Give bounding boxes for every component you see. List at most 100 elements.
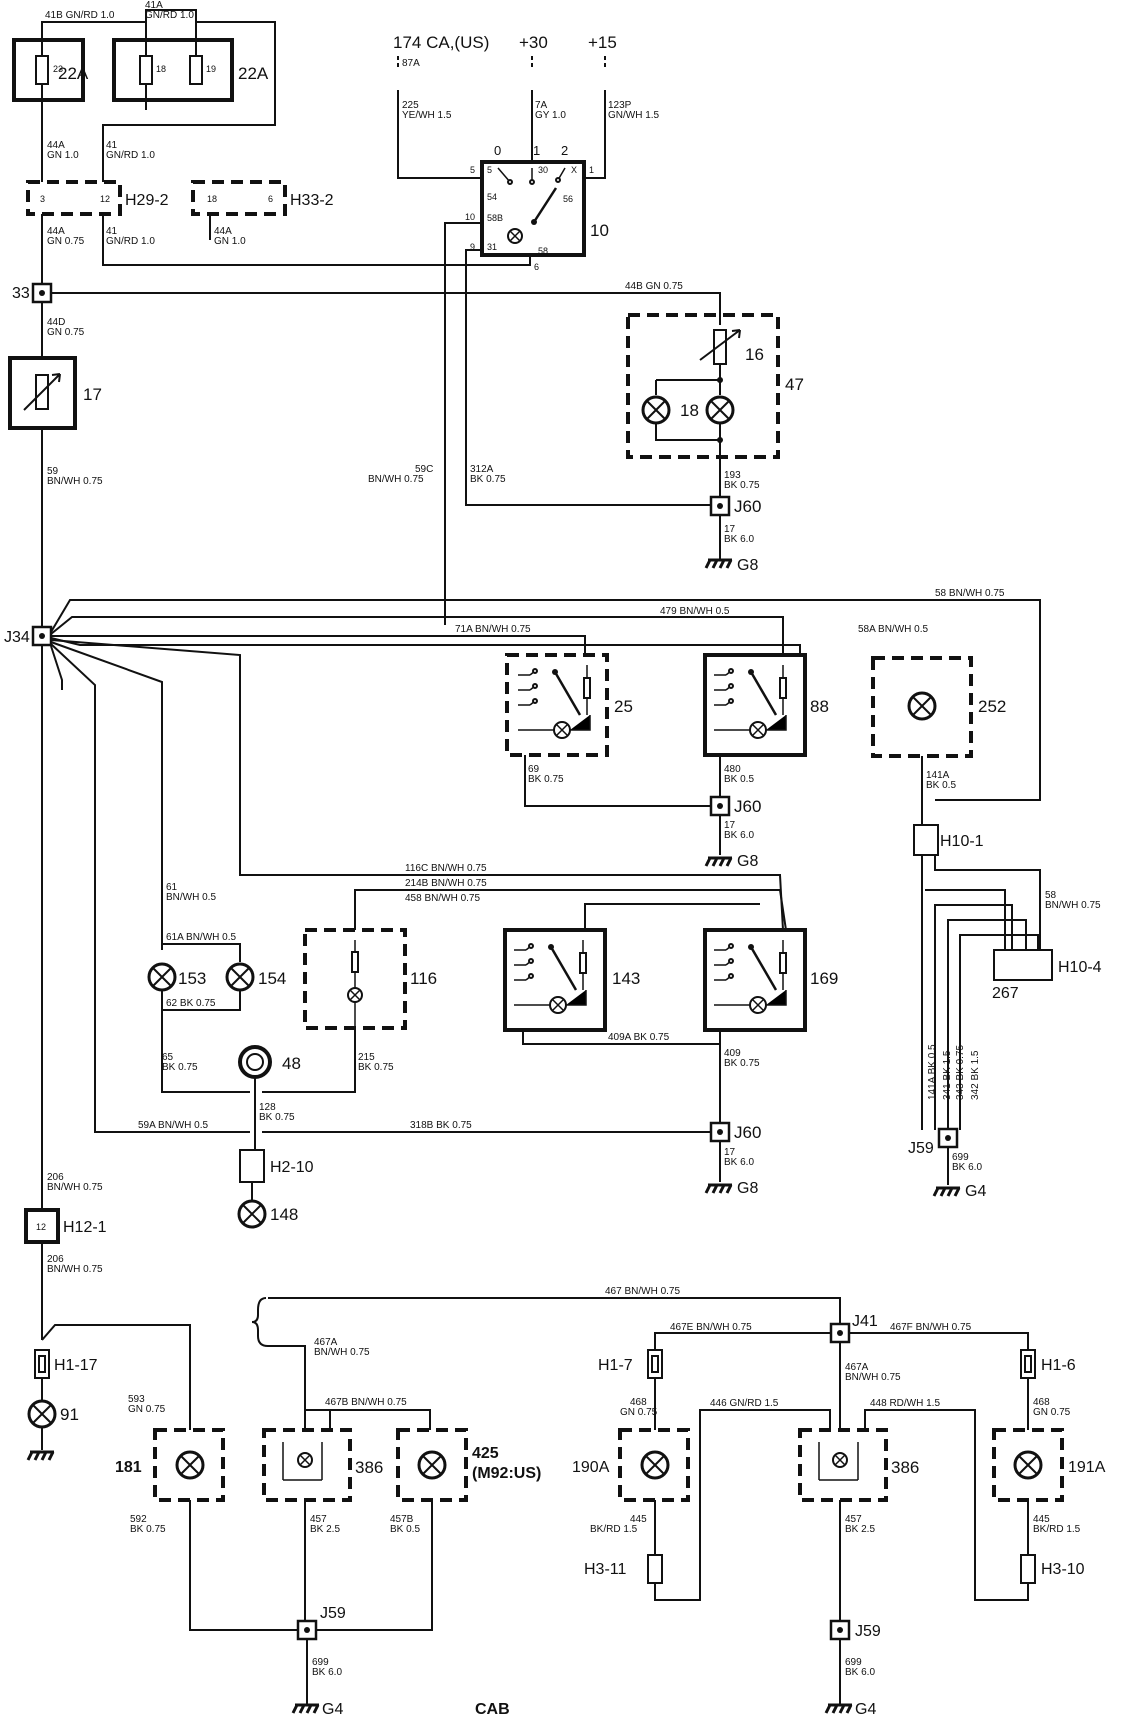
ground-icon [26, 1450, 56, 1462]
svg-text:59: 59 [47, 466, 59, 477]
svg-text:17: 17 [724, 524, 736, 535]
svg-text:G4: G4 [855, 1701, 876, 1718]
svg-text:J60: J60 [734, 797, 761, 816]
svg-text:56: 56 [563, 194, 573, 204]
lamp-181: 181 [115, 1428, 225, 1502]
connector-h1-17-label: H1-17 [54, 1357, 98, 1374]
junction-33-label: 33 [12, 285, 30, 302]
connector-h1-7: H1-7 [598, 1349, 663, 1379]
component-47-label: 47 [785, 375, 804, 394]
svg-text:206: 206 [47, 1172, 64, 1183]
svg-text:479 BN/WH 0.5: 479 BN/WH 0.5 [660, 606, 730, 617]
lamp-153-icon [147, 962, 177, 992]
svg-text:GN 0.75: GN 0.75 [47, 327, 85, 338]
svg-text:J59: J59 [320, 1605, 346, 1622]
relay-143-label: 143 [612, 969, 640, 988]
junction-j60-bottom [709, 1121, 731, 1143]
switch-386-right-label: 386 [891, 1458, 919, 1477]
svg-text:61A BN/WH 0.5: 61A BN/WH 0.5 [166, 932, 236, 943]
svg-text:9: 9 [470, 242, 475, 252]
svg-text:BK 2.5: BK 2.5 [845, 1524, 875, 1535]
lamp-252-icon [907, 691, 937, 721]
svg-text:71A BN/WH 0.75: 71A BN/WH 0.75 [455, 624, 531, 635]
svg-text:GN 0.75: GN 0.75 [1033, 1407, 1071, 1418]
svg-text:BK 0.75: BK 0.75 [259, 1112, 295, 1123]
svg-text:BK 0.5: BK 0.5 [390, 1524, 420, 1535]
connector-h12-1: 12 H12-1 [24, 1208, 107, 1244]
junction-j41 [829, 1322, 851, 1344]
lamp-252: 252 [871, 656, 1006, 758]
relay-88-label: 88 [810, 697, 829, 716]
relay-25-label: 25 [614, 697, 633, 716]
svg-text:225: 225 [402, 100, 419, 111]
relay-143: 143 [503, 928, 640, 1032]
svg-text:468: 468 [1033, 1397, 1050, 1408]
junction-j41-label: J41 [852, 1313, 878, 1330]
component-116: 116 [303, 928, 437, 1030]
connector-h10-1-label: H10-1 [940, 833, 984, 850]
connector-267-label: 267 [992, 985, 1019, 1002]
junction-j60-mid [709, 795, 731, 817]
svg-text:699: 699 [845, 1657, 862, 1668]
fuse-box-22a-right: 18 19 22A [112, 38, 269, 102]
svg-text:BN/WH 0.5: BN/WH 0.5 [166, 892, 216, 903]
svg-text:457: 457 [845, 1514, 862, 1525]
svg-text:409A BK 0.75: 409A BK 0.75 [608, 1032, 670, 1043]
lamp-181-label: 181 [115, 1459, 142, 1476]
svg-text:GN/WH 1.5: GN/WH 1.5 [608, 110, 660, 121]
wire-44b-label: 44B GN 0.75 [625, 281, 683, 292]
component-48-label: 48 [282, 1054, 301, 1073]
ground-icon [704, 856, 734, 868]
svg-text:BK 0.75: BK 0.75 [724, 1058, 760, 1069]
svg-text:6: 6 [534, 262, 539, 272]
lamp-425: 425 (M92:US) [396, 1428, 541, 1502]
svg-text:41: 41 [106, 226, 118, 237]
ground-icon [704, 558, 734, 570]
svg-text:448 RD/WH 1.5: 448 RD/WH 1.5 [870, 1398, 940, 1409]
svg-text:206: 206 [47, 1254, 64, 1265]
connector-h1-6-label: H1-6 [1041, 1357, 1076, 1374]
connector-h1-17: H1-17 [34, 1349, 98, 1379]
supply-87a-label: 87A [402, 58, 420, 69]
switch-386-right: 386 [798, 1428, 919, 1502]
switch-386-lamp-icon [832, 1452, 848, 1468]
svg-text:G8: G8 [737, 853, 758, 870]
fuse-19-label: 19 [206, 64, 216, 74]
svg-text:467 BN/WH 0.75: 467 BN/WH 0.75 [605, 1286, 680, 1297]
svg-text:141A: 141A [926, 770, 950, 781]
svg-text:BK 0.75: BK 0.75 [724, 480, 760, 491]
switch-10: 0 1 2 5 1 10 9 6 5 30 X 54 56 58B 31 58 … [465, 143, 609, 272]
fuse-18-label: 18 [156, 64, 166, 74]
svg-text:62 BK 0.75: 62 BK 0.75 [166, 998, 216, 1009]
lamp-148-icon [237, 1199, 267, 1229]
svg-text:GN/RD 1.0: GN/RD 1.0 [106, 236, 155, 247]
svg-text:467A: 467A [314, 1337, 338, 1348]
svg-text:12: 12 [36, 1222, 46, 1232]
svg-text:699: 699 [312, 1657, 329, 1668]
relay-169-label: 169 [810, 969, 838, 988]
svg-text:1: 1 [533, 143, 540, 158]
svg-text:58 BN/WH 0.75: 58 BN/WH 0.75 [935, 588, 1005, 599]
connector-h3-11-label: H3-11 [584, 1561, 626, 1578]
svg-text:44A: 44A [47, 226, 65, 237]
svg-text:31: 31 [487, 242, 497, 252]
fuse-22a-right-label: 22A [238, 64, 269, 83]
lamp-190a: 190A [572, 1428, 690, 1502]
wire-41-id: 41 [106, 140, 118, 151]
ground-icon [932, 1186, 962, 1198]
supply-15-label: +15 [588, 33, 617, 52]
ground-icon [824, 1703, 854, 1715]
wire-41-spec: GN/RD 1.0 [106, 150, 155, 161]
svg-text:593: 593 [128, 1394, 145, 1405]
connector-h29-2: 3 12 H29-2 [26, 180, 169, 216]
svg-text:59C: 59C [415, 464, 433, 475]
svg-text:128: 128 [259, 1102, 276, 1113]
svg-text:342 BK 1.5: 342 BK 1.5 [970, 1050, 981, 1100]
supply-30-label: +30 [519, 33, 548, 52]
svg-text:BK 6.0: BK 6.0 [845, 1667, 875, 1678]
fuse-22a-left-label: 22A [58, 64, 89, 83]
svg-text:58: 58 [1045, 890, 1057, 901]
fuse-box-22a-left: 23 22A [12, 26, 89, 110]
svg-text:44A: 44A [214, 226, 232, 237]
ground-icon [291, 1703, 321, 1715]
